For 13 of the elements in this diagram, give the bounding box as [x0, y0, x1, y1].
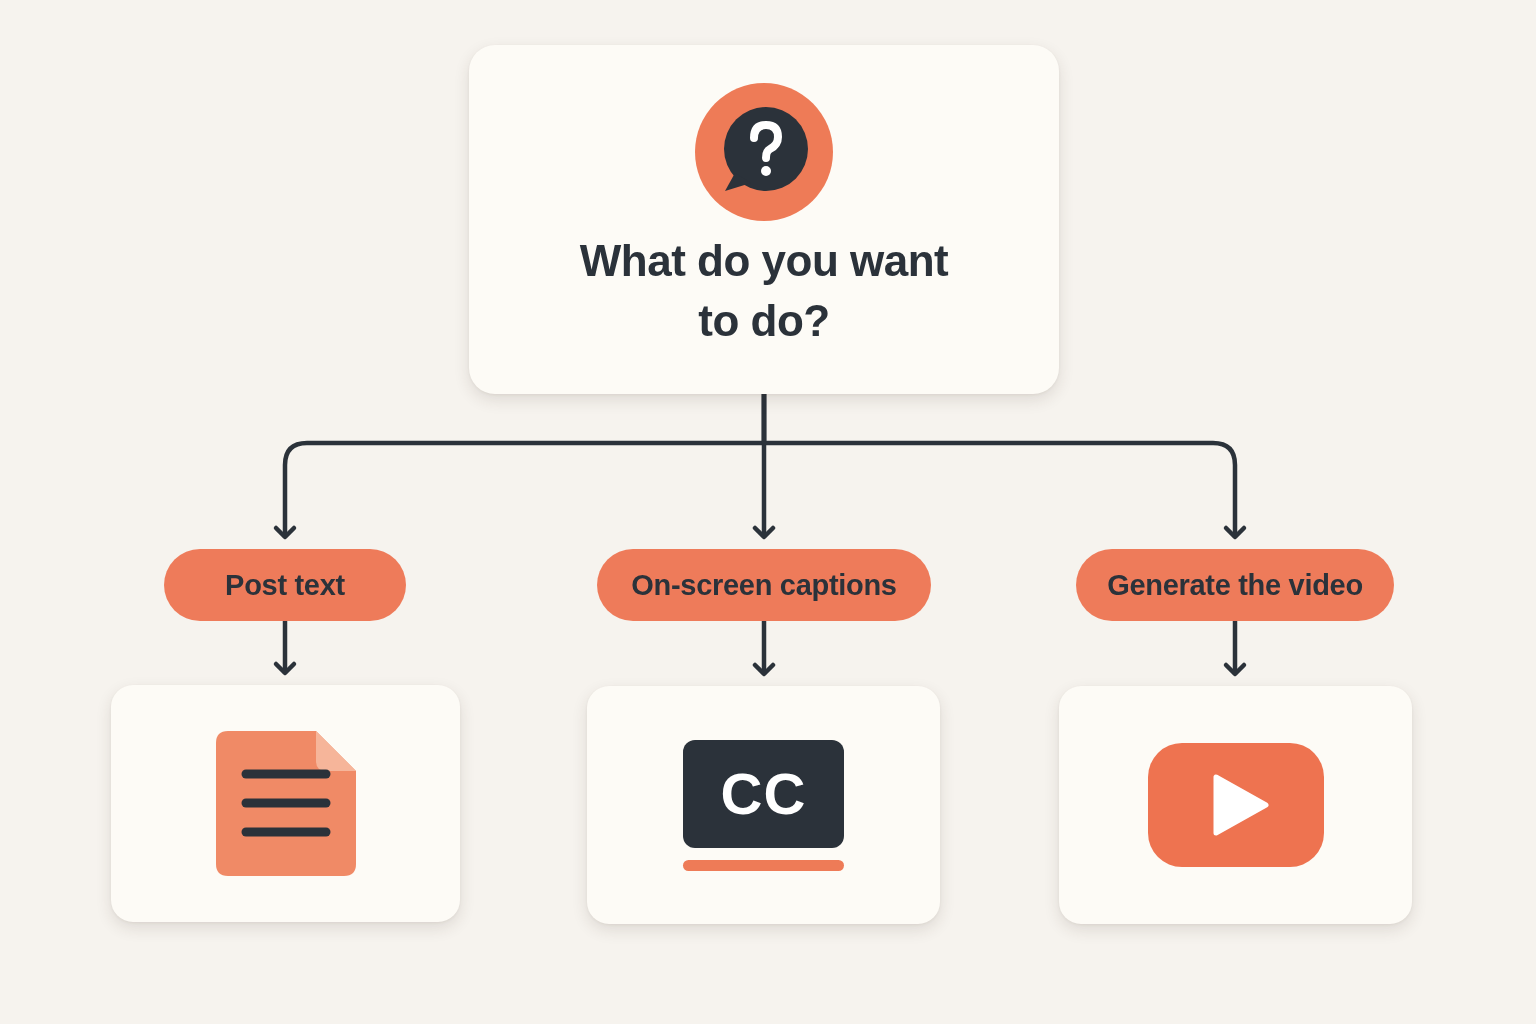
arrow [273, 621, 297, 676]
option-label: On-screen captions [631, 568, 897, 602]
result-card [587, 686, 940, 924]
arrow [752, 621, 776, 677]
result-card [111, 685, 460, 922]
option-label: Post text [225, 568, 345, 602]
arrow [1223, 621, 1247, 677]
result-card [1059, 686, 1412, 924]
arrow [761, 394, 1247, 540]
option-label: Generate the video [1107, 568, 1363, 602]
caption-label: CC [720, 764, 807, 823]
question-card [469, 45, 1059, 394]
question-text: What do you want to do? [578, 235, 950, 347]
